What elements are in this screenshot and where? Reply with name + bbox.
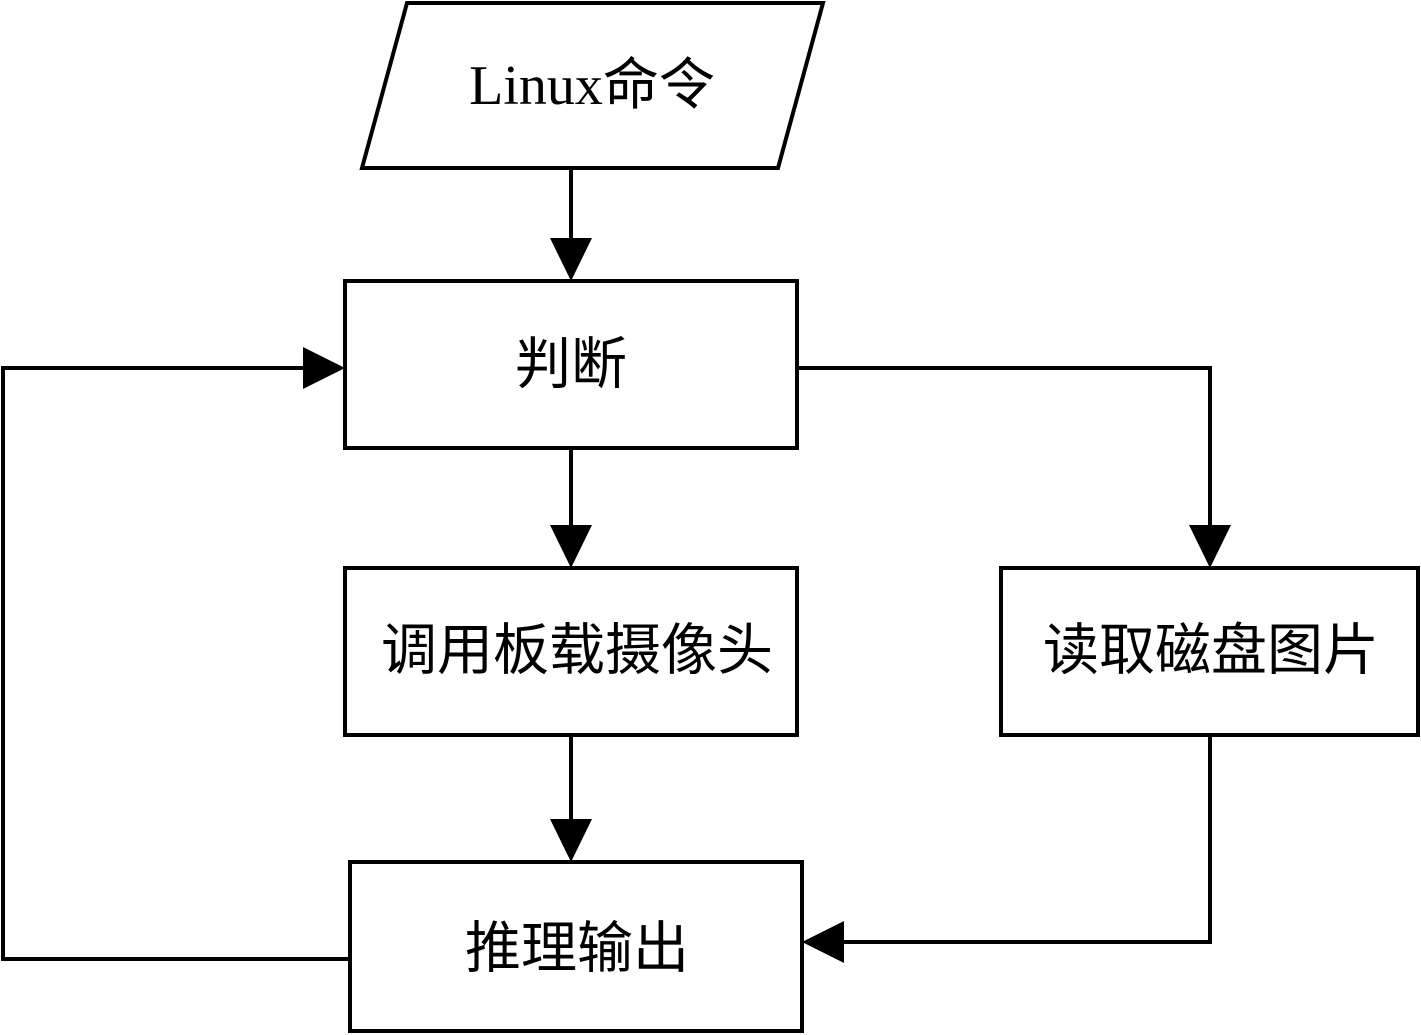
node-linux-command-label: Linux命令 (469, 55, 715, 117)
arrowhead-down (550, 238, 592, 281)
arrowhead-down (550, 525, 592, 568)
node-disk-label: 读取磁盘图片 (1043, 619, 1379, 684)
node-output-label: 推理输出 (465, 917, 689, 982)
node-disk: 读取磁盘图片 (999, 566, 1420, 737)
edge-output-to-decide (1, 347, 350, 961)
node-camera-label: 调用板载摄像头 (381, 619, 773, 684)
arrowhead-right (303, 347, 345, 389)
edge-decide-to-camera (550, 448, 592, 568)
edge-input-to-decide (550, 168, 592, 281)
edge-camera-to-output (550, 735, 592, 862)
arrowhead-left (802, 921, 844, 963)
node-linux-command: Linux命令 (359, 1, 826, 170)
node-decide: 判断 (343, 279, 799, 450)
arrowhead-down (1189, 525, 1231, 568)
node-camera: 调用板载摄像头 (343, 566, 799, 737)
arrowhead-down (550, 819, 592, 862)
node-decide-label: 判断 (515, 333, 627, 398)
node-output: 推理输出 (348, 860, 804, 1033)
edge-disk-to-output (802, 735, 1212, 963)
edge-decide-to-disk (797, 366, 1231, 568)
